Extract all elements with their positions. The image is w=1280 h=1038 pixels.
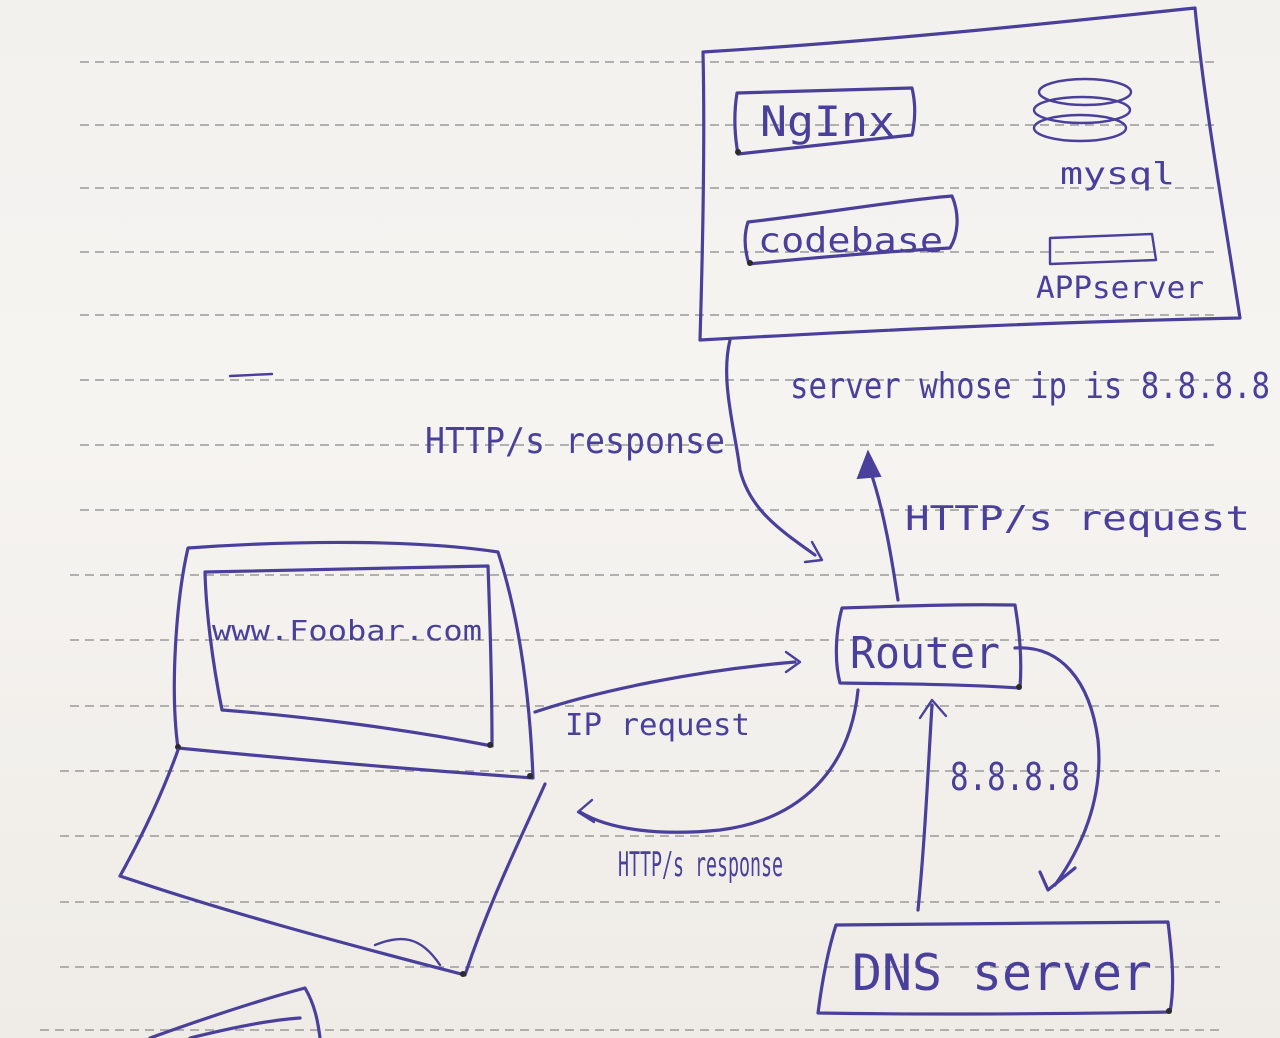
laptop-corner-dot (175, 744, 181, 750)
label-https-response-bottom: HTTP/s response (618, 845, 783, 885)
ruled-lines (40, 61, 1220, 1031)
server-box: NgInx mysql codebase APPserver (698, 6, 1242, 342)
appserver-box (1048, 232, 1158, 266)
label-https-response-bottom-text: HTTP/s response (618, 845, 783, 885)
base-corner-dot (460, 971, 466, 977)
stray-dash (228, 372, 274, 378)
label-https-request: HTTP/s request (905, 499, 1250, 539)
laptop-base (118, 748, 547, 977)
laptop-base-edge (373, 937, 442, 967)
arrow-server-to-router (725, 338, 824, 564)
arrow-router-to-server (856, 449, 900, 602)
dns-server: DNS server (816, 920, 1175, 1016)
codebase-label: codebase (758, 221, 943, 261)
router-corner-dot (1016, 684, 1022, 690)
server-caption: server whose ip is 8.8.8.8 (790, 366, 1270, 407)
router-label: Router (850, 628, 1000, 679)
nginx-component: NgInx (733, 86, 917, 156)
screen-corner-dot (487, 742, 493, 748)
label-dns-ip: 8.8.8.8 (950, 755, 1080, 799)
laptop-screen-url: www.Foobar.com (212, 614, 482, 647)
server-outline (698, 6, 1242, 342)
appserver-component: APPserver (1036, 232, 1204, 306)
arrow-router-to-laptop (576, 688, 860, 834)
arrow-dns-to-router (916, 698, 948, 912)
database-icon (1032, 77, 1133, 143)
mysql-label: mysql (1060, 157, 1175, 192)
dns-corner-dot (1166, 1008, 1172, 1014)
router: Router (834, 603, 1023, 690)
hinge-corner-dot (527, 773, 533, 779)
codebase-corner-dot (747, 260, 753, 266)
nginx-label: NgInx (760, 97, 895, 146)
label-https-response-top: HTTP/s response (425, 421, 725, 462)
codebase-component: codebase (743, 194, 959, 266)
mysql-component: mysql (1032, 77, 1175, 192)
partial-device-sketch (148, 986, 322, 1038)
laptop-lid (172, 540, 535, 780)
arrow-router-to-dns (1013, 646, 1101, 892)
appserver-label: APPserver (1036, 271, 1204, 306)
nginx-box (733, 86, 917, 156)
laptop: www.Foobar.com (118, 540, 547, 977)
laptop-screen (203, 564, 494, 748)
label-ip-request: IP request (565, 708, 750, 743)
nginx-corner-dot (735, 149, 741, 155)
dns-label: DNS server (852, 944, 1152, 1002)
arrow-laptop-to-router (533, 650, 802, 714)
